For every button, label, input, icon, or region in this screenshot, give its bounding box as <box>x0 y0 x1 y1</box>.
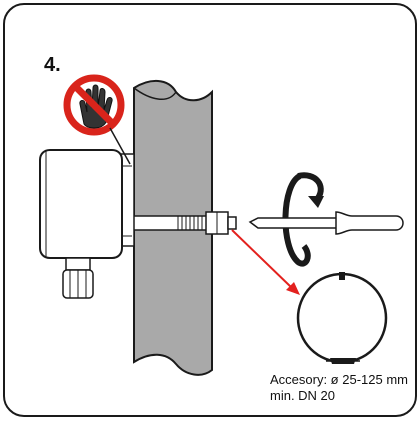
screwdriver-icon <box>248 211 404 235</box>
step-number: 4. <box>44 54 61 76</box>
pipe-top-edge <box>133 87 177 100</box>
screw-head <box>227 216 237 230</box>
caption-line-2: min. DN 20 <box>270 388 336 403</box>
rod-threads <box>177 216 203 230</box>
no-touch-hand-icon <box>63 74 125 136</box>
cable-gland-nut <box>65 257 91 271</box>
clockwise-rotation-arrow-icon <box>282 172 324 267</box>
leader-line <box>109 127 131 165</box>
caption-line-1: Accesory: ø 25-125 mm <box>270 372 408 387</box>
detail-pointer-arrow <box>231 229 300 295</box>
pipe-clamp-detail <box>296 272 388 364</box>
accessory-caption: Accesory: ø 25-125 mm min. DN 20 <box>270 372 408 404</box>
housing <box>39 149 123 259</box>
